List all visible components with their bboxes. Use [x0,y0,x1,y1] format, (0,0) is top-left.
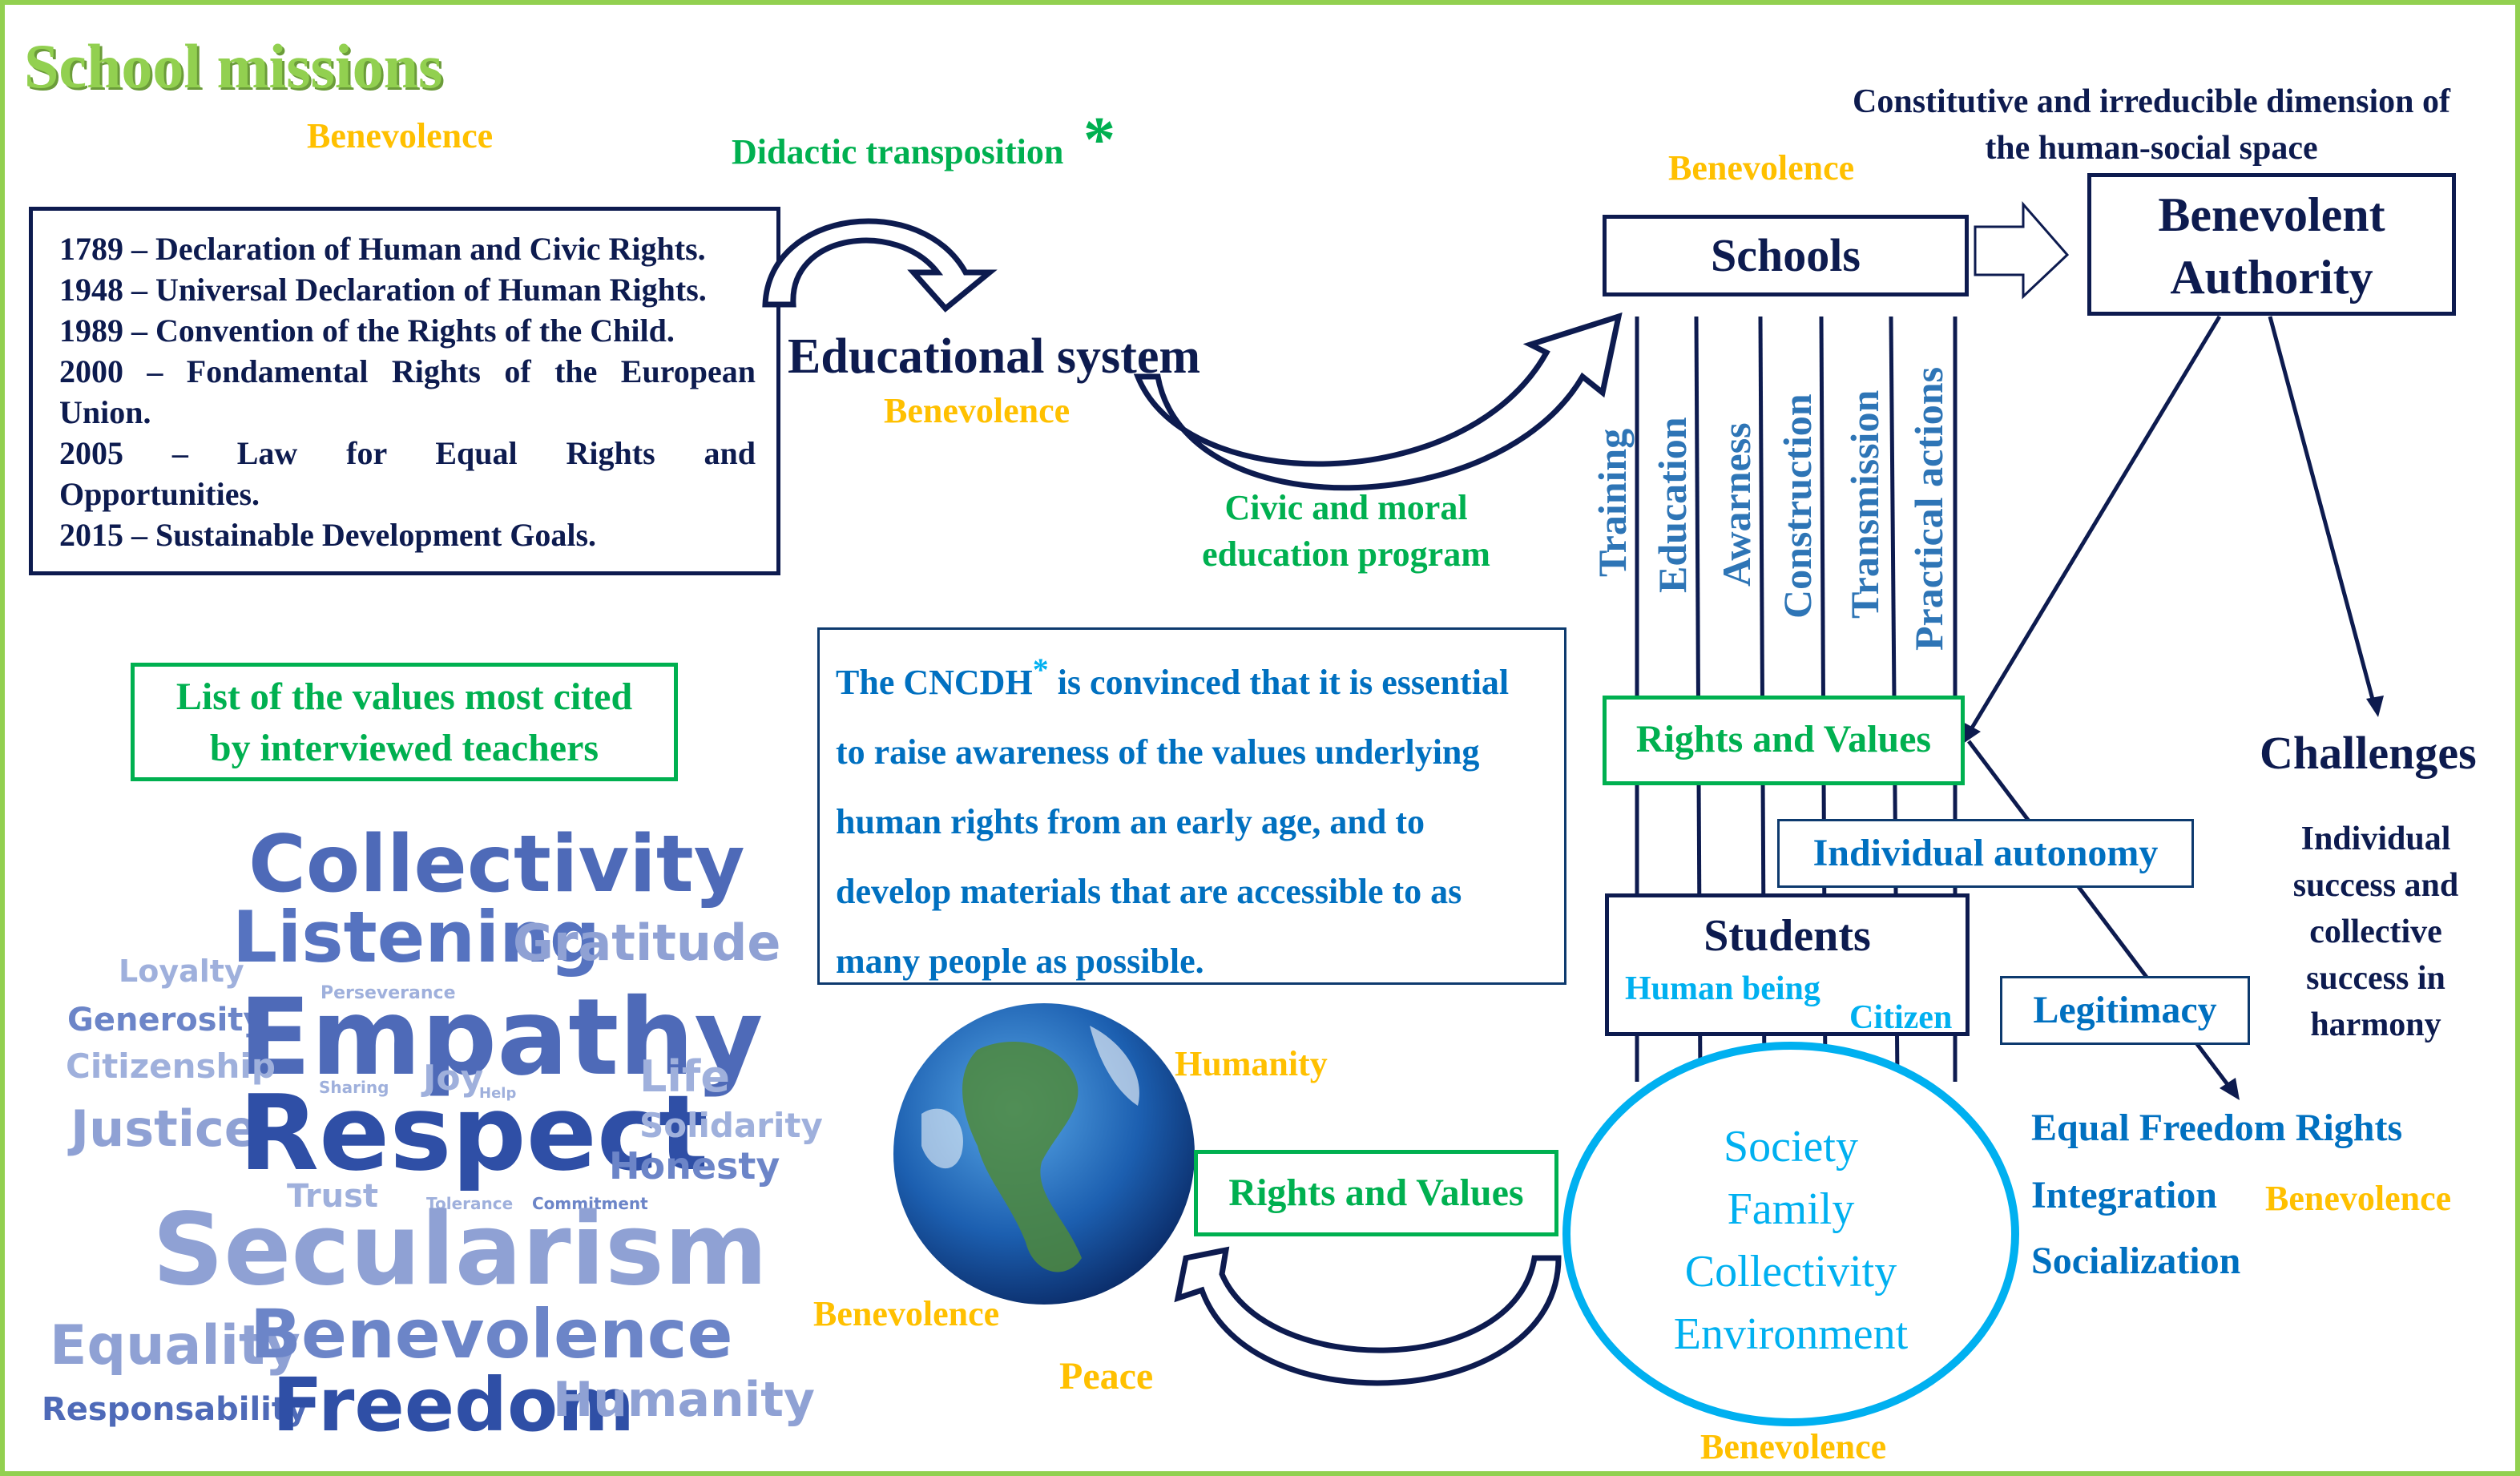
history-line: Union. [59,394,151,430]
word-help: Help [479,1085,517,1102]
history-line: 2005 – Law for Equal Rights and [59,435,756,471]
history-line: 1789 – Declaration of Human and Civic Ri… [59,231,706,267]
cncdh-prefix: The CNCDH [836,663,1033,702]
word-commitment: Commitment [532,1194,648,1213]
history-box: 1789 – Declaration of Human and Civic Ri… [29,207,780,575]
history-line: 1989 – Convention of the Rights of the C… [59,313,675,349]
pillar-training: Training [1590,428,1635,577]
word-equality: Equality [50,1314,300,1377]
benevolence-label-edu: Benevolence [884,391,1070,430]
word-empathy: Empathy [239,976,764,1099]
didactic-asterisk: * [1083,105,1115,175]
citizen-label: Citizen [1849,999,1953,1036]
authority-line: Authority [2170,251,2373,304]
civic-line: education program [1202,534,1490,574]
challenges-line: collective [2309,913,2442,950]
pillar-practical-actions: Practical actions [1906,366,1951,651]
society-text: Society Family Collectivity Environment [1570,1115,2011,1365]
word-humanity: Humanity [553,1372,816,1428]
pillar-awarness: Awarness [1714,422,1759,587]
word-benevolence: Benevolence [250,1295,733,1373]
pillar-education: Education [1650,417,1695,593]
society-line: Collectivity [1684,1247,1897,1297]
cncdh-first-rest: is convinced that it is essential [1048,663,1510,702]
word-responsability: Responsability [42,1391,308,1428]
word-solidarity: Solidarity [639,1106,823,1145]
word-justice: Justice [71,1099,258,1158]
cncdh-line-first: The CNCDH* is convinced that it is essen… [836,647,1556,717]
challenges-title: Challenges [2260,727,2477,779]
integration-label: Integration [2031,1174,2217,1216]
history-line: 2015 – Sustainable Development Goals. [59,517,597,553]
values-list-line: by interviewed teachers [209,727,599,769]
word-secularism: Secularism [152,1192,768,1308]
constitutive-line: Constitutive and irreducible dimension o… [1853,83,2450,120]
word-life: Life [639,1051,731,1102]
cncdh-box: The CNCDH* is convinced that it is essen… [817,627,1566,985]
values-list-box: List of the values most cited by intervi… [131,663,678,781]
word-gratitude: Gratitude [513,913,781,972]
challenges-line: Individual [2300,821,2451,857]
society-line: Society [1724,1122,1858,1172]
civic-line: Civic and moral [1224,488,1468,527]
society-line: Environment [1673,1309,1909,1359]
educational-system-label: Educational system [788,329,1200,384]
students-box: Students Human being Citizen [1605,893,1970,1036]
society-line: Family [1727,1184,1855,1234]
civic-moral-program: Civic and moral education program [1154,485,1538,578]
legitimacy-box: Legitimacy [2000,976,2250,1045]
benevolence-label-bottom: Benevolence [1700,1427,1887,1466]
word-generosity: Generosity [67,1002,264,1038]
benevolence-label-earth: Benevolence [813,1294,1000,1333]
word-freedom: Freedom [272,1362,635,1448]
humanity-label: Humanity [1175,1044,1328,1083]
schools-box: Schools [1603,215,1969,296]
word-collectivity: Collectivity [248,819,745,910]
rights-values-box-top: Rights and Values [1603,696,1965,785]
challenges-line: harmony [2310,1006,2441,1043]
cncdh-line: develop materials that are accessible to… [836,872,1462,911]
rights-values-box-bottom: Rights and Values [1194,1150,1558,1236]
equal-freedom-rights-label: Equal Freedom Rights [2031,1107,2403,1149]
didactic-transposition-label: Didactic transposition [732,132,1064,171]
history-line: 1948 – Universal Declaration of Human Ri… [59,272,707,308]
students-label: Students [1704,911,1871,961]
constitutive-dimension-text: Constitutive and irreducible dimension o… [1795,79,2508,171]
word-citizenship: Citizenship [66,1047,276,1086]
history-line: Opportunities. [59,476,260,512]
word-trust: Trust [287,1178,379,1215]
individual-autonomy-box: Individual autonomy [1777,819,2194,888]
pillar-construction: Construction [1775,393,1820,619]
peace-label: Peace [1059,1355,1154,1397]
values-list-line: List of the values most cited [175,675,633,718]
word-listening: Listening [232,896,600,978]
benevolence-label-integration: Benevolence [2265,1179,2452,1218]
challenges-text: Individual success and collective succes… [2256,816,2496,1048]
benevolent-authority-box: Benevolent Authority [2087,173,2456,316]
word-joy: Joy [423,1058,484,1099]
human-being-label: Human being [1625,970,1820,1007]
pillar-transmission: Transmission [1842,389,1887,619]
benevolence-label-schools: Benevolence [1668,148,1855,188]
challenges-line: success and [2292,867,2459,904]
word-sharing: Sharing [319,1078,389,1097]
cncdh-asterisk: * [1032,651,1049,688]
cncdh-line: to raise awareness of the values underly… [836,732,1480,772]
word-tolerance: Tolerance [426,1194,514,1213]
word-loyalty: Loyalty [119,954,244,989]
challenges-line: success in [2306,960,2445,997]
benevolence-label-top-left: Benevolence [307,116,494,155]
socialization-label: Socialization [2031,1240,2241,1282]
word-perseverance: Perseverance [321,983,456,1003]
page-title: School missions [24,31,443,101]
constitutive-line: the human-social space [1985,130,2318,167]
history-line: 2000 – Fondamental Rights of the Europea… [59,353,756,389]
word-honesty: Honesty [609,1144,780,1188]
word-respect: Respect [239,1072,709,1194]
cncdh-line: human rights from an early age, and to [836,802,1425,841]
cncdh-line: many people as possible. [836,942,1204,981]
authority-line: Benevolent [2158,188,2385,241]
